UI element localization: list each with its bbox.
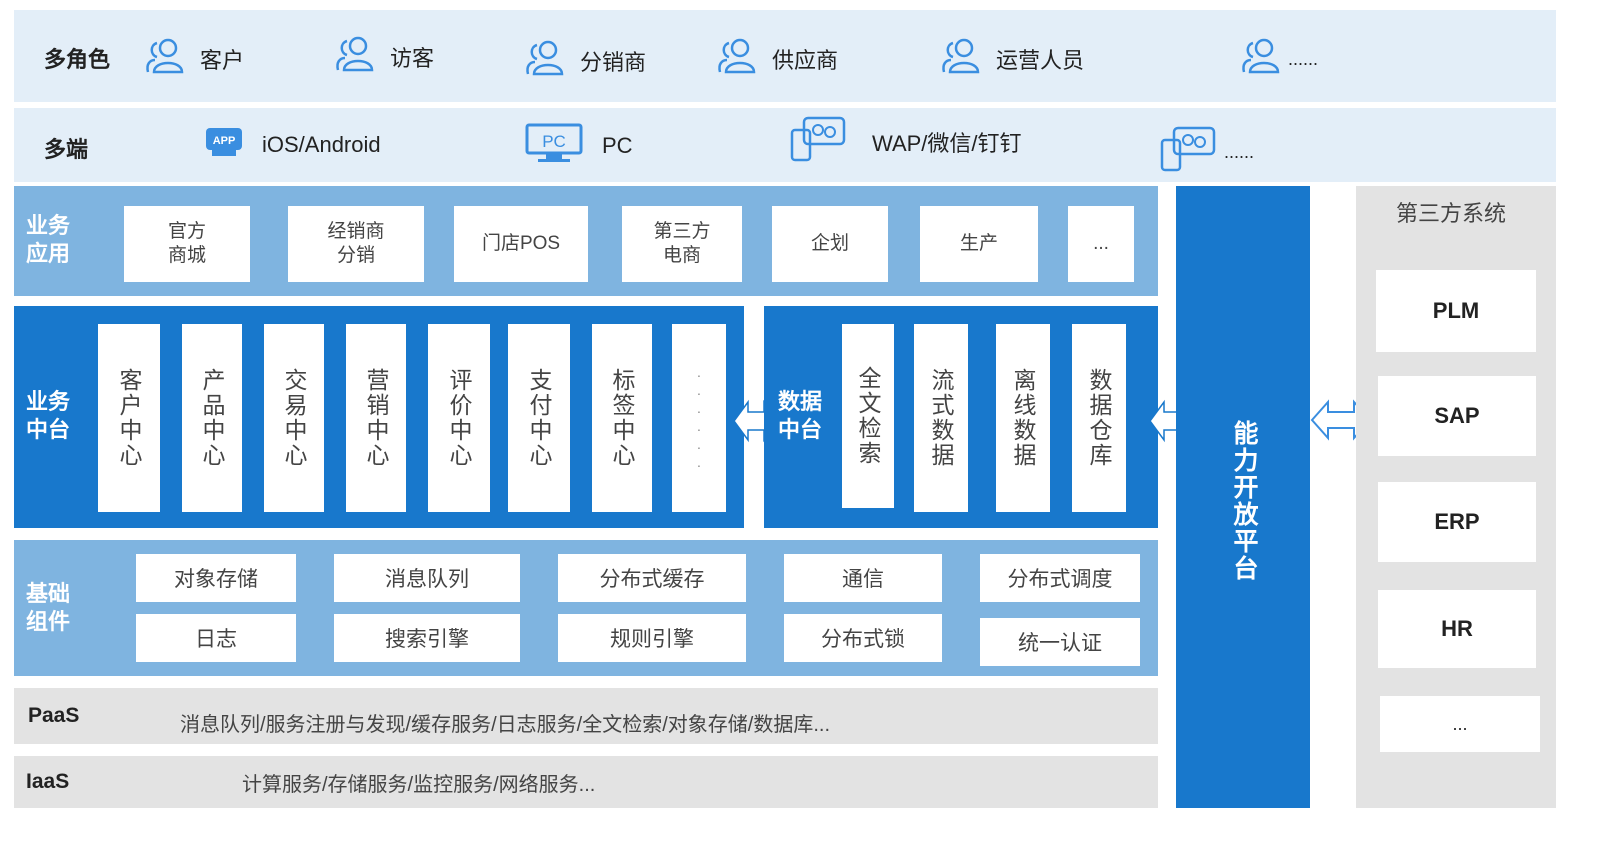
svg-text:APP: APP	[213, 135, 236, 147]
role-label: ......	[1288, 48, 1319, 69]
card-label: 离线数据	[1010, 368, 1036, 468]
component-log: 日志	[136, 614, 296, 662]
capability-platform-panel	[1176, 186, 1310, 808]
role-label: 运营人员	[996, 48, 1085, 73]
card-label: 营销中心	[363, 368, 389, 468]
role-visitor: 访客	[330, 34, 434, 80]
pc-icon: PC	[524, 122, 584, 170]
iaas-title: IaaS	[26, 770, 70, 793]
component-distributed-scheduling: 分布式调度	[980, 554, 1140, 602]
offline-data-card: 离线数据	[996, 324, 1050, 512]
app-store-pos: 门店POS	[454, 206, 588, 282]
product-center-card: 产品中心	[182, 324, 242, 512]
component-search-engine: 搜索引擎	[334, 614, 520, 662]
app-icon: APP	[204, 124, 244, 166]
tag-center-card: 标签中心	[592, 324, 652, 512]
terminal-label: iOS/Android	[262, 132, 381, 157]
iaas-band	[14, 756, 1158, 808]
third-party-erp: ERP	[1378, 482, 1536, 562]
base-components-title: 基础 组件	[26, 581, 71, 634]
marketing-center-card: 营销中心	[346, 324, 406, 512]
app-more: ...	[1068, 206, 1134, 282]
card-label: 支付中心	[526, 368, 552, 468]
data-center-title: 数据 中台	[778, 389, 823, 442]
card-label: 产品中心	[199, 368, 225, 468]
capability-platform-title: 能力开放平台	[1230, 420, 1258, 582]
card-label: 流式数据	[928, 368, 954, 468]
fulltext-search-card: 全文检索	[842, 324, 894, 508]
terminal-label: PC	[602, 133, 633, 158]
card-label: 交易中心	[281, 368, 307, 468]
customer-center-card: 客户中心	[98, 324, 160, 512]
people-icon	[712, 36, 762, 82]
role-more: ......	[1236, 36, 1318, 82]
app-third-party-ecommerce: 第三方 电商	[622, 206, 742, 282]
role-operator: 运营人员	[936, 36, 1084, 82]
mobile-chat-icon	[790, 116, 848, 168]
app-dealer-distribution: 经销商 分销	[288, 206, 424, 282]
terminal-pc: PC PC	[524, 122, 633, 170]
paas-band	[14, 688, 1158, 744]
third-party-title: 第三方系统	[1396, 201, 1507, 226]
iaas-text: 计算服务/存储服务/监控服务/网络服务...	[242, 774, 596, 796]
payment-center-card: 支付中心	[508, 324, 570, 512]
card-label: 评价中心	[446, 368, 472, 468]
card-label: ......	[691, 364, 707, 472]
roles-title: 多角色	[44, 47, 111, 72]
paas-text: 消息队列/服务注册与发现/缓存服务/日志服务/全文检索/对象存储/数据库...	[180, 714, 831, 736]
role-supplier: 供应商	[712, 36, 838, 82]
terminal-more: ......	[1160, 126, 1254, 178]
component-unified-auth: 统一认证	[980, 618, 1140, 666]
people-icon	[520, 38, 570, 84]
card-label: 客户中心	[116, 368, 142, 468]
role-distributor: 分销商	[520, 38, 646, 84]
people-icon	[936, 36, 986, 82]
roles-band	[14, 10, 1556, 102]
component-rule-engine: 规则引擎	[558, 614, 746, 662]
terminal-label: WAP/微信/钉钉	[872, 131, 1022, 156]
data-warehouse-card: 数据仓库	[1072, 324, 1126, 512]
people-icon	[1236, 36, 1286, 82]
paas-title: PaaS	[28, 704, 80, 727]
mobile-chat-icon	[1160, 126, 1218, 178]
component-distributed-cache: 分布式缓存	[558, 554, 746, 602]
card-label: 标签中心	[609, 368, 635, 468]
role-label: 供应商	[772, 48, 839, 73]
third-party-sap: SAP	[1378, 376, 1536, 456]
component-communication: 通信	[784, 554, 942, 602]
component-message-queue: 消息队列	[334, 554, 520, 602]
trade-center-card: 交易中心	[264, 324, 324, 512]
terminal-label: ......	[1224, 141, 1255, 162]
app-planning: 企划	[772, 206, 888, 282]
stream-data-card: 流式数据	[914, 324, 968, 512]
app-production: 生产	[920, 206, 1038, 282]
business-center-title: 业务 中台	[26, 389, 71, 442]
svg-text:PC: PC	[542, 132, 566, 151]
people-icon	[140, 36, 190, 82]
terminal-wap: WAP/微信/钉钉	[790, 116, 1022, 168]
role-customer: 客户	[140, 36, 244, 82]
terminal-app: APP iOS/Android	[204, 124, 381, 166]
third-party-more: ...	[1380, 696, 1540, 752]
component-distributed-lock: 分布式锁	[784, 614, 942, 662]
more-center-card: ......	[672, 324, 726, 512]
third-party-plm: PLM	[1376, 270, 1536, 352]
review-center-card: 评价中心	[428, 324, 490, 512]
card-label: 数据仓库	[1086, 368, 1112, 468]
people-icon	[330, 34, 380, 80]
app-official-mall: 官方 商城	[124, 206, 250, 282]
third-party-hr: HR	[1378, 590, 1536, 668]
business-apps-title: 业务 应用	[26, 213, 71, 266]
card-label: 全文检索	[855, 366, 881, 466]
terminals-title: 多端	[44, 137, 89, 162]
role-label: 客户	[200, 48, 245, 73]
terminals-band	[14, 108, 1556, 182]
component-object-storage: 对象存储	[136, 554, 296, 602]
role-label: 访客	[390, 46, 435, 71]
role-label: 分销商	[580, 50, 647, 75]
